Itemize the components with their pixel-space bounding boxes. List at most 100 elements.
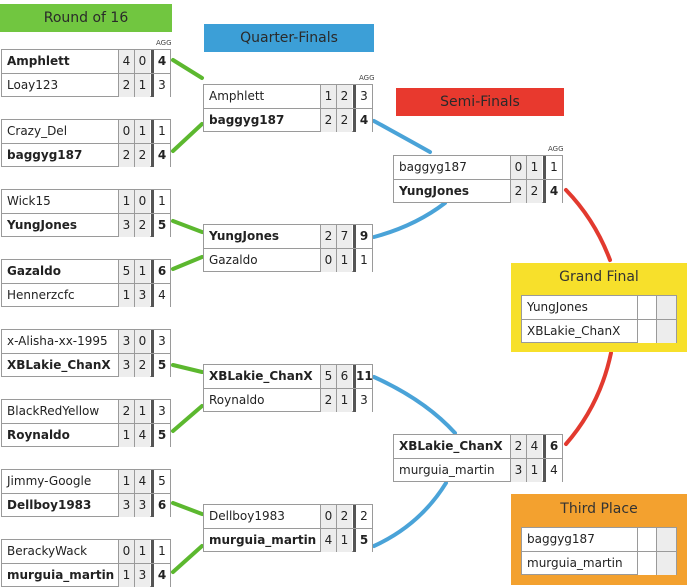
player-name: Gazaldo [209,253,258,267]
leg2-score: 2 [134,214,150,237]
leg1-score: 3 [118,330,134,353]
aggregate-score: 3 [353,389,372,412]
player-row: baggyg187 [522,528,676,552]
leg1-score: 3 [510,459,526,482]
player-name: Dellboy1983 [209,509,285,523]
player-name: YungJones [527,300,588,314]
leg1-score: 1 [320,85,336,108]
leg1-score: 1 [118,190,134,213]
leg1-score: 2 [118,400,134,423]
semi-finals-title: Semi-Finals [396,88,564,116]
aggregate-score: 5 [151,354,170,377]
connector-qf-4 [372,481,448,548]
connector-r16-7 [171,501,204,516]
leg2-score: 3 [134,284,150,307]
leg1-score: 1 [118,564,134,587]
leg2-score: 4 [526,435,542,458]
connector-r16-3 [171,219,204,234]
leg1-score: 4 [118,50,134,73]
player-name: Hennerzcfc [7,288,75,302]
aggregate-score: 4 [543,180,562,203]
aggregate-score: 1 [543,156,562,179]
round-of-16-title: Round of 16 [0,4,172,32]
grand-final-match[interactable]: YungJones XBLakie_ChanX [521,295,677,343]
player-name: Wick15 [7,194,51,208]
leg2-score: 1 [134,540,150,563]
leg2-score: 4 [134,470,150,493]
leg1-score: 0 [510,156,526,179]
aggregate-score: 6 [543,435,562,458]
aggregate-score: 1 [353,249,372,272]
player-name: YungJones [209,229,280,243]
player-name: baggyg187 [209,113,285,127]
leg1-score: 1 [118,424,134,447]
leg1-score: 0 [118,540,134,563]
player-name: XBLakie_ChanX [399,439,503,453]
leg2-score: 0 [134,330,150,353]
player-name: baggyg187 [399,160,467,174]
leg2-score: 1 [526,156,542,179]
player-name: YungJones [7,218,78,232]
leg1-score: 2 [320,109,336,132]
aggregate-score: 4 [353,109,372,132]
player-name: Roynaldo [7,428,70,442]
leg1-score: 3 [118,494,134,517]
leg1-score: 2 [118,74,134,97]
aggregate-score: 5 [353,529,372,552]
player-name: murguia_martin [7,568,115,582]
player-name: BerackyWack [7,544,88,558]
leg2-score: 2 [336,109,352,132]
leg2-score [656,552,676,575]
connector-qf-2 [372,201,447,239]
leg2-score: 2 [336,85,352,108]
aggregate-score: 9 [353,225,372,248]
leg1-score: 2 [510,435,526,458]
player-name: murguia_martin [209,533,317,547]
leg1-score: 0 [118,120,134,143]
connector-r16-6 [171,404,204,433]
leg2-score: 6 [336,365,352,388]
agg-header: AGG [156,39,172,47]
aggregate-score: 3 [151,74,170,97]
leg1-score [637,528,656,551]
leg2-score: 1 [336,249,352,272]
player-name: x-Alisha-xx-1995 [7,334,108,348]
aggregate-score: 5 [151,470,170,493]
third-place-match[interactable]: baggyg187 murguia_martin [521,527,677,575]
leg2-score: 7 [336,225,352,248]
leg1-score: 0 [320,505,336,528]
aggregate-score: 11 [353,365,373,388]
leg1-score: 3 [118,214,134,237]
leg2-score: 2 [134,354,150,377]
